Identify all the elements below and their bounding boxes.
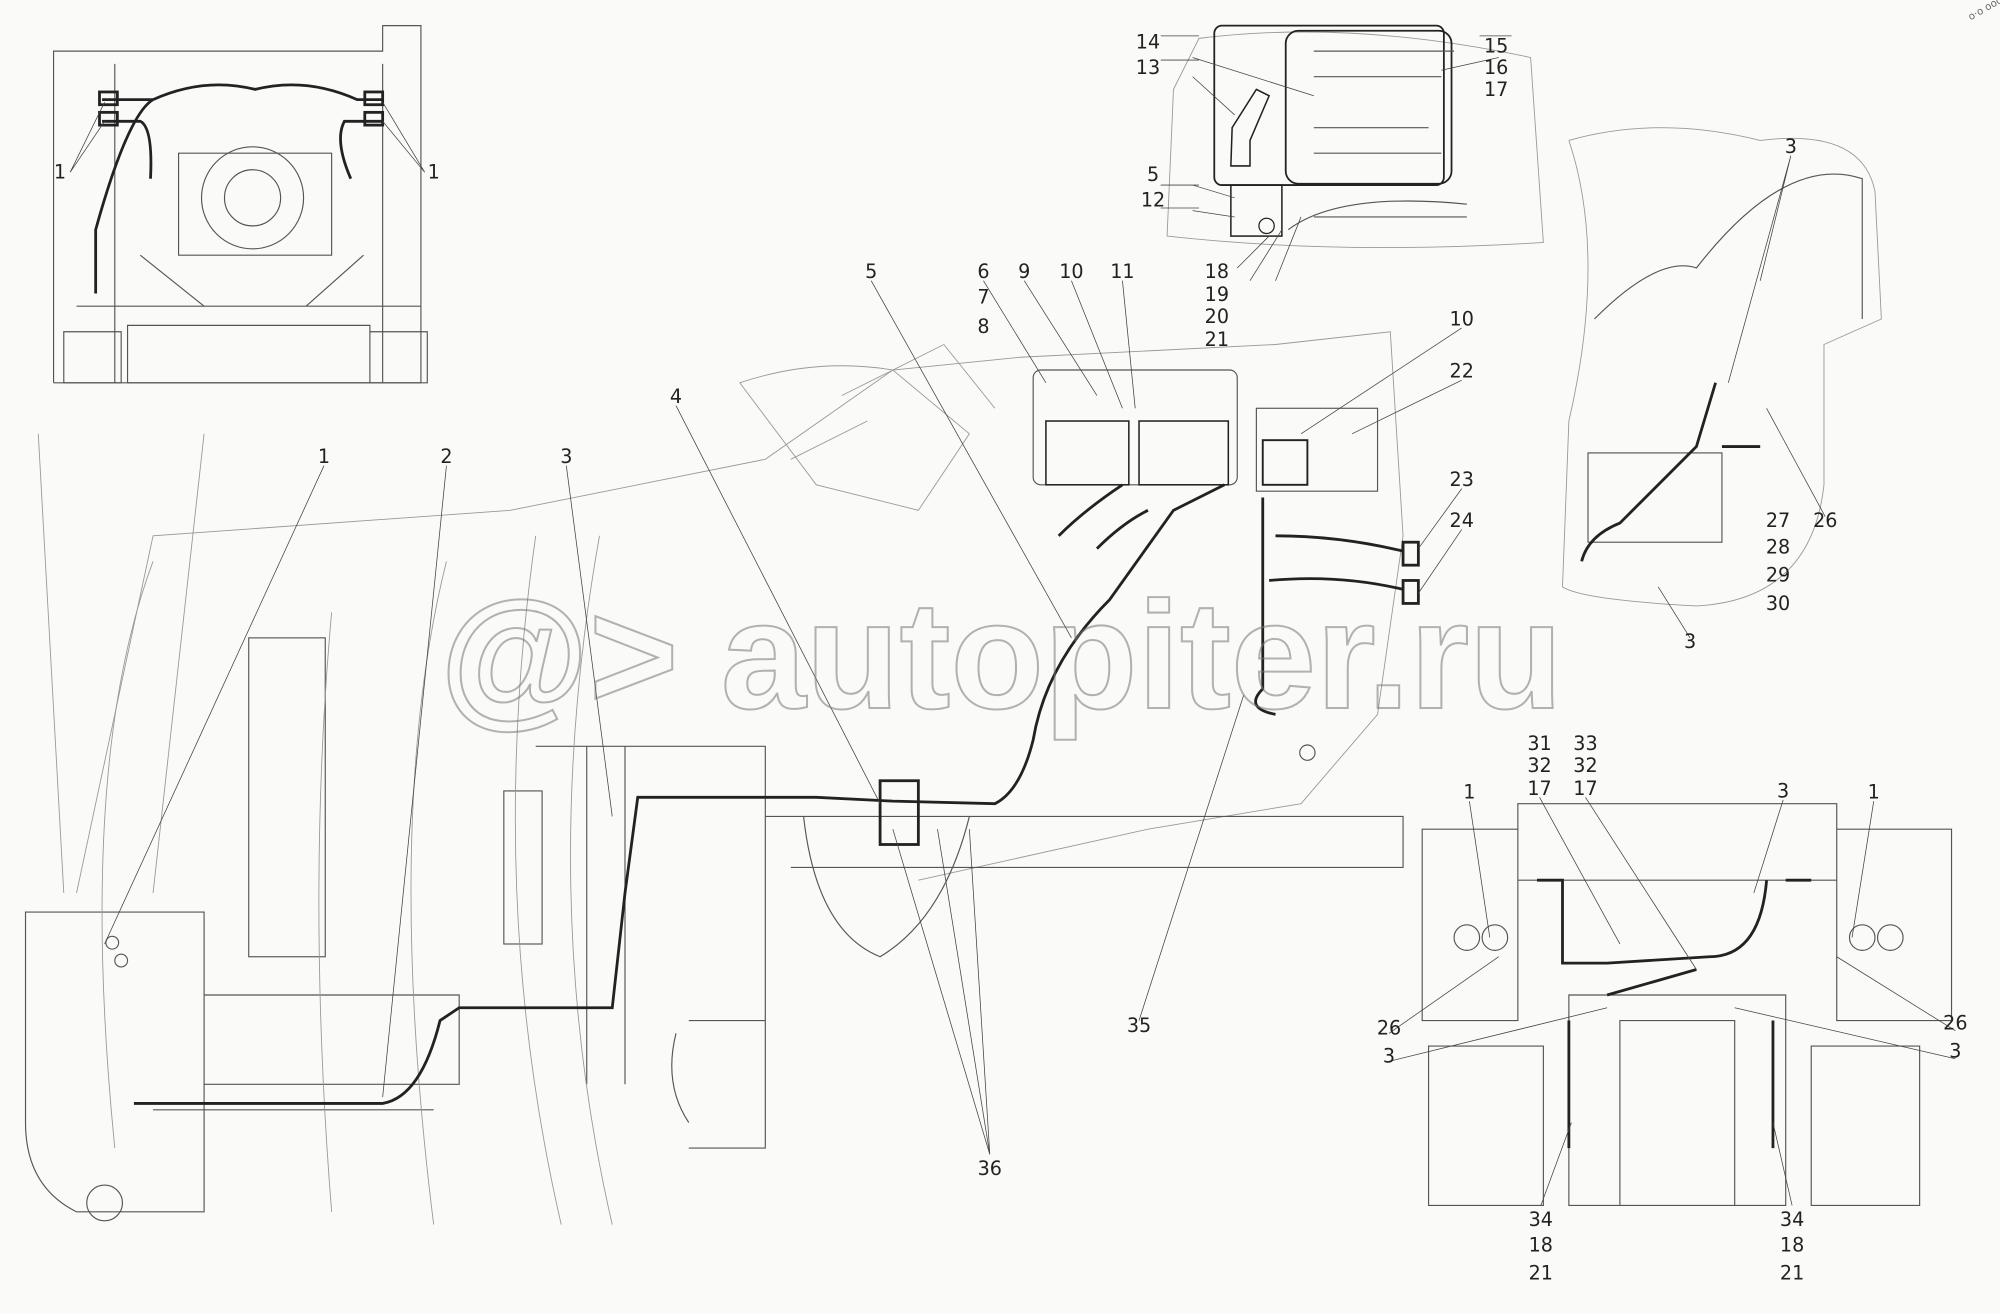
callout: 24 (1450, 509, 1474, 532)
callout: 26 (1813, 509, 1837, 532)
callout: 4 (670, 385, 682, 408)
callout: 10 (1450, 307, 1474, 330)
callout: 3 (1785, 135, 1797, 158)
callout: 3 (1383, 1045, 1395, 1068)
callout: 11 (1110, 260, 1134, 283)
callout: 1 (1868, 781, 1880, 804)
inset-valve-block (1562, 127, 1882, 639)
callout: 27 (1766, 509, 1790, 532)
callout: 32 (1573, 754, 1597, 777)
callout: 5 (865, 260, 877, 283)
callout: 31 (1527, 732, 1551, 755)
callout: 17 (1484, 78, 1508, 101)
callout: 18 (1780, 1233, 1804, 1256)
callout-labels: 1 1 14 13 15 16 17 5 12 18 19 20 21 5 6 … (54, 31, 1968, 1285)
callout: 17 (1573, 777, 1597, 800)
callout: 19 (1205, 283, 1229, 306)
corner-mark: o·o ooo (1967, 0, 2000, 23)
callout: 7 (977, 286, 989, 309)
callout: 1 (318, 445, 330, 468)
callout: 16 (1484, 56, 1508, 79)
callout: 12 (1141, 189, 1165, 212)
callout: 21 (1780, 1261, 1804, 1284)
callout: 10 (1059, 260, 1083, 283)
callout: 15 (1484, 34, 1508, 57)
callout: 3 (1949, 1040, 1961, 1063)
callout: 34 (1780, 1208, 1804, 1231)
callout: 33 (1573, 732, 1597, 755)
callout: 23 (1450, 468, 1474, 491)
callout: 21 (1529, 1261, 1553, 1284)
callout: 5 (1147, 163, 1159, 186)
callout: 30 (1766, 592, 1790, 615)
callout: 14 (1136, 31, 1160, 54)
inset-battery-box (1160, 24, 1544, 269)
callout: 22 (1450, 360, 1474, 383)
callout: 17 (1527, 777, 1551, 800)
callout: 3 (1684, 630, 1696, 653)
callout: 3 (1777, 779, 1789, 802)
callout: 29 (1766, 564, 1790, 587)
callout: 1 (1463, 781, 1475, 804)
callout: 1 (428, 161, 440, 184)
callout: 18 (1205, 260, 1229, 283)
callout: 28 (1766, 536, 1790, 559)
callout: 36 (978, 1157, 1002, 1180)
callout: 1 (54, 161, 66, 184)
callout: 26 (1943, 1011, 1967, 1034)
callout: 2 (440, 445, 452, 468)
callout: 13 (1136, 56, 1160, 79)
callout: 18 (1529, 1233, 1553, 1256)
callout: 3 (560, 445, 572, 468)
callout: 9 (1018, 260, 1030, 283)
callout: 6 (977, 260, 989, 283)
callout: 8 (977, 315, 989, 338)
main-tractor-view (24, 216, 1463, 1225)
callout: 20 (1205, 305, 1229, 328)
callout: 26 (1377, 1017, 1401, 1040)
callout: 34 (1529, 1208, 1553, 1231)
inset-rear-hitch (52, 25, 428, 384)
callout: 21 (1205, 328, 1229, 351)
callout: 35 (1127, 1014, 1151, 1037)
callout: 32 (1527, 754, 1551, 777)
watermark: @> autopiter.ru (440, 570, 1563, 741)
inset-rear-view (1388, 797, 1956, 1207)
